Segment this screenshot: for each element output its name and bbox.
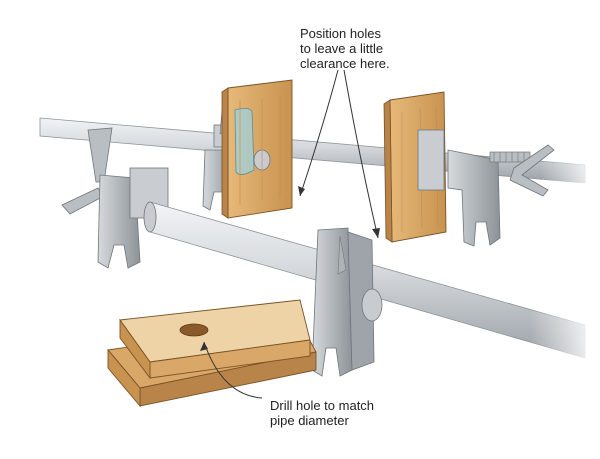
wood-blocks xyxy=(107,299,317,408)
front-left-clamp xyxy=(61,127,169,269)
back-right-clamp-head xyxy=(417,129,555,247)
clearance-callout-line-1: Position holes xyxy=(300,26,381,41)
leader-arrowheads xyxy=(200,186,380,351)
clearance-callout-line-3: clearance here. xyxy=(300,56,390,71)
clearance-callout-line-2: to leave a little xyxy=(300,41,384,56)
drilled-hole xyxy=(179,323,209,337)
front-middle-clamp xyxy=(311,227,383,377)
drill-hole-callout: Drill hole to match pipe diameter xyxy=(270,398,374,428)
back-wood-jaw-left xyxy=(221,79,293,219)
leader-lines xyxy=(203,69,379,399)
drill-hole-callout-line-1: Drill hole to match xyxy=(270,398,375,413)
drill-hole-callout-line-2: pipe diameter xyxy=(270,413,349,428)
clearance-callout: Position holes to leave a little clearan… xyxy=(300,26,390,71)
